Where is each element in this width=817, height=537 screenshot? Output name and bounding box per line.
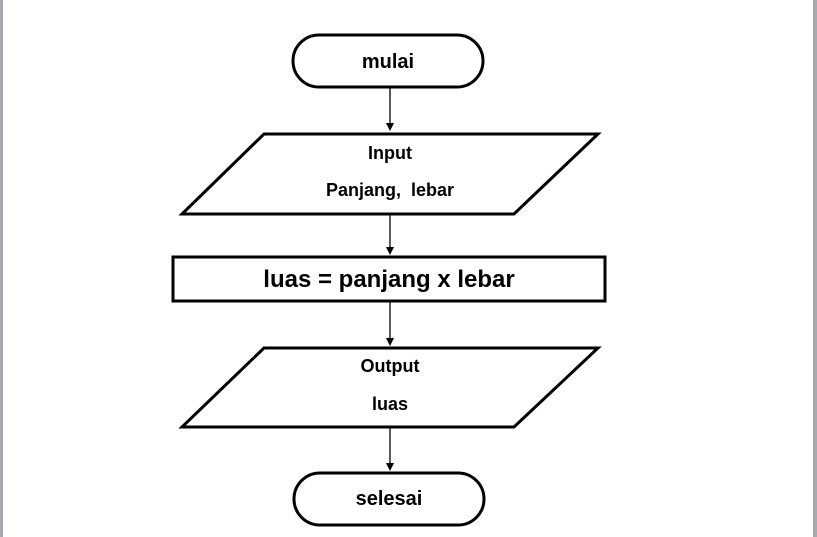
input-variables: Panjang, lebar (326, 180, 454, 200)
start-terminal: mulai (291, 33, 485, 89)
output-title: Output (361, 356, 420, 376)
arrowhead (386, 463, 394, 471)
connector-process-output (386, 301, 394, 346)
output-block: Output luas (178, 346, 602, 429)
process-label: luas = panjang x lebar (263, 266, 514, 293)
connector-input-process (386, 214, 394, 255)
process-block: luas = panjang x lebar (171, 255, 607, 303)
input-block: Input Panjang, lebar (178, 132, 602, 216)
arrowhead (386, 338, 394, 346)
input-parallelogram (178, 132, 602, 216)
input-title: Input (368, 143, 412, 163)
arrowhead (386, 247, 394, 255)
connector-start-input (386, 87, 394, 131)
start-label: mulai (362, 51, 414, 73)
output-variables: luas (372, 394, 408, 414)
start-terminal-shape (291, 33, 485, 89)
end-terminal: selesai (292, 471, 486, 527)
arrowhead (386, 123, 394, 131)
window-right-border (813, 0, 817, 537)
connector-output-end (386, 427, 394, 471)
end-terminal-shape (292, 471, 486, 527)
window-left-border (0, 0, 3, 537)
process-rectangle (171, 255, 607, 303)
output-parallelogram (178, 346, 602, 429)
end-label: selesai (356, 488, 423, 510)
